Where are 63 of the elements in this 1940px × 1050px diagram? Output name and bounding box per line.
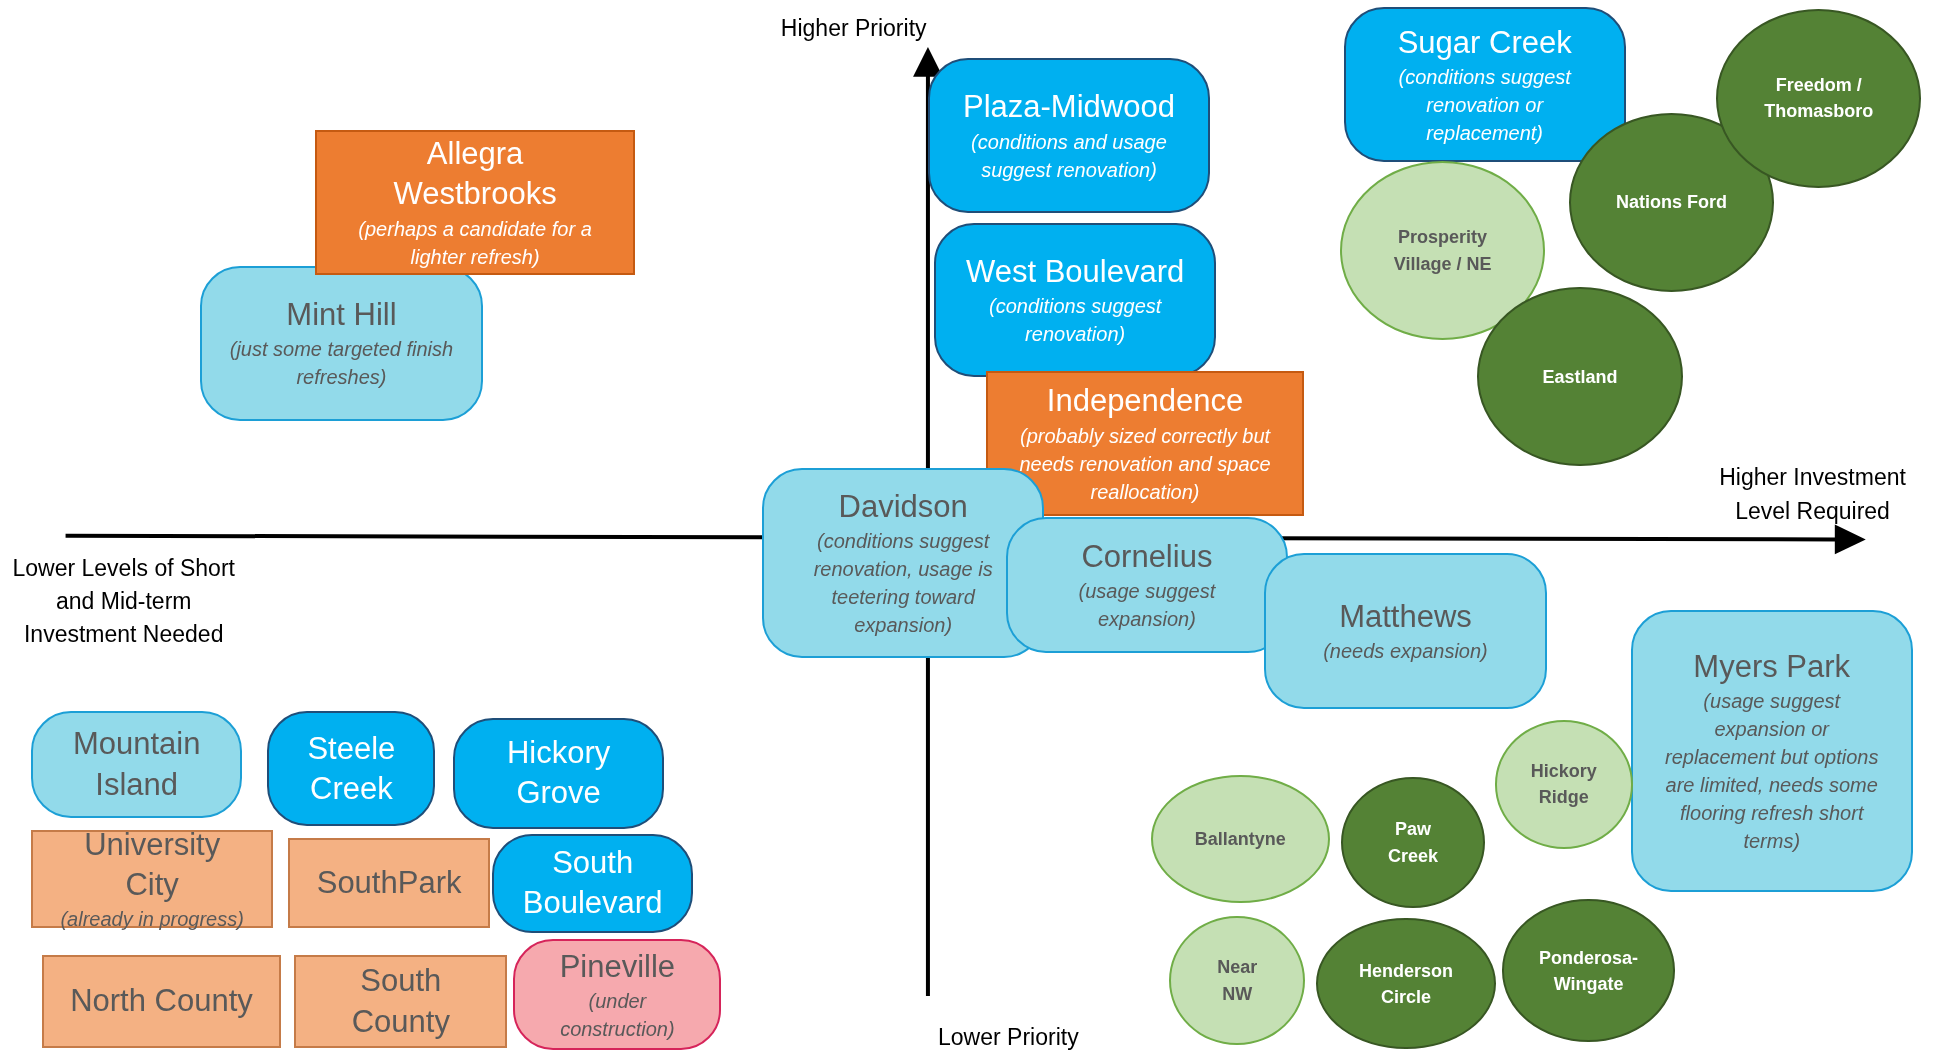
site-name: Mint Hill [286,296,397,335]
site-name: SouthPark [316,863,462,902]
site-name: Near NW [1216,956,1259,1006]
axis-label: Lower Priority [937,1022,1080,1050]
site-box [1343,7,1626,163]
site-note: (conditions suggest renovation) [988,294,1163,348]
site-note: (just some targeted finish refreshes) [228,337,455,391]
site-box [30,711,243,818]
site-box [42,955,281,1048]
site-name: Davidson [838,487,968,526]
site-name: Henderson Circle [1358,959,1455,1009]
site-box [513,939,722,1050]
site-name: Freedom / Thomasboro [1763,74,1875,124]
site-box [1005,517,1288,654]
site-box [1264,553,1547,709]
site-note: (already in progress) [60,907,244,933]
site-name: Cornelius [1081,538,1213,577]
site-box [200,266,483,421]
site-name: Plaza-Midwood [963,88,1175,127]
site-name: Pineville [559,947,676,986]
site-box [315,129,635,275]
site-note: (perhaps a candidate for a lighter refresh) [357,216,593,270]
site-box [1630,609,1913,893]
site-name: University City [83,825,222,905]
site-note: (under construction) [559,988,676,1042]
site-name: Prosperity Village / NE [1392,226,1493,276]
site-note: (usage suggest expansion or replacement but options are limited, needs some flooring refresh short terms) [1664,689,1880,855]
site-note: (usage suggest expansion) [1077,579,1217,633]
site-box [492,833,693,933]
site-name: South County [350,962,451,1041]
site-name: Eastland [1542,365,1618,389]
site-name: Mountain Island [71,725,202,804]
site-name: South Boulevard [521,844,664,923]
site-name: North County [70,982,253,1021]
site-name: Hickory Grove [505,733,612,813]
site-box [934,222,1217,378]
site-name: West Boulevard [966,252,1185,291]
site-note: (needs expansion) [1323,639,1488,665]
site-name: Matthews [1339,597,1472,636]
site-name: Myers Park [1693,647,1851,686]
site-name: Independence [1046,382,1244,421]
axis-label: Higher Investment Level Required [1718,463,1907,526]
site-name: Ponderosa-Wingate [1538,946,1640,996]
site-name: Allegra Westbrooks [392,135,558,214]
site-box [288,837,490,928]
site-box [294,955,508,1048]
site-name: Nations Ford [1616,191,1727,215]
axis-label: Higher Priority [779,14,928,44]
site-box [986,371,1305,516]
site-note: (conditions suggest renovation, usage is teetering toward expansion) [812,529,994,639]
site-name: Ballantyne [1194,827,1286,851]
site-name: Hickory Ridge [1530,760,1598,810]
site-name: Sugar Creek [1397,23,1572,62]
site-box [30,830,274,928]
site-note: (probably sized correctly but needs renovation and space reallocation) [1018,423,1272,505]
site-note: (conditions and usage suggest renovation) [970,129,1168,183]
site-name: Steele Creek [306,729,397,808]
site-box [452,717,665,829]
site-box [927,58,1210,213]
site-note: (conditions suggest renovation or replacement) [1397,64,1573,146]
site-name: Paw Creek [1386,818,1439,868]
axis-label: Lower Levels of Short and Mid-term Investment Needed [11,553,236,650]
site-box [267,711,436,827]
